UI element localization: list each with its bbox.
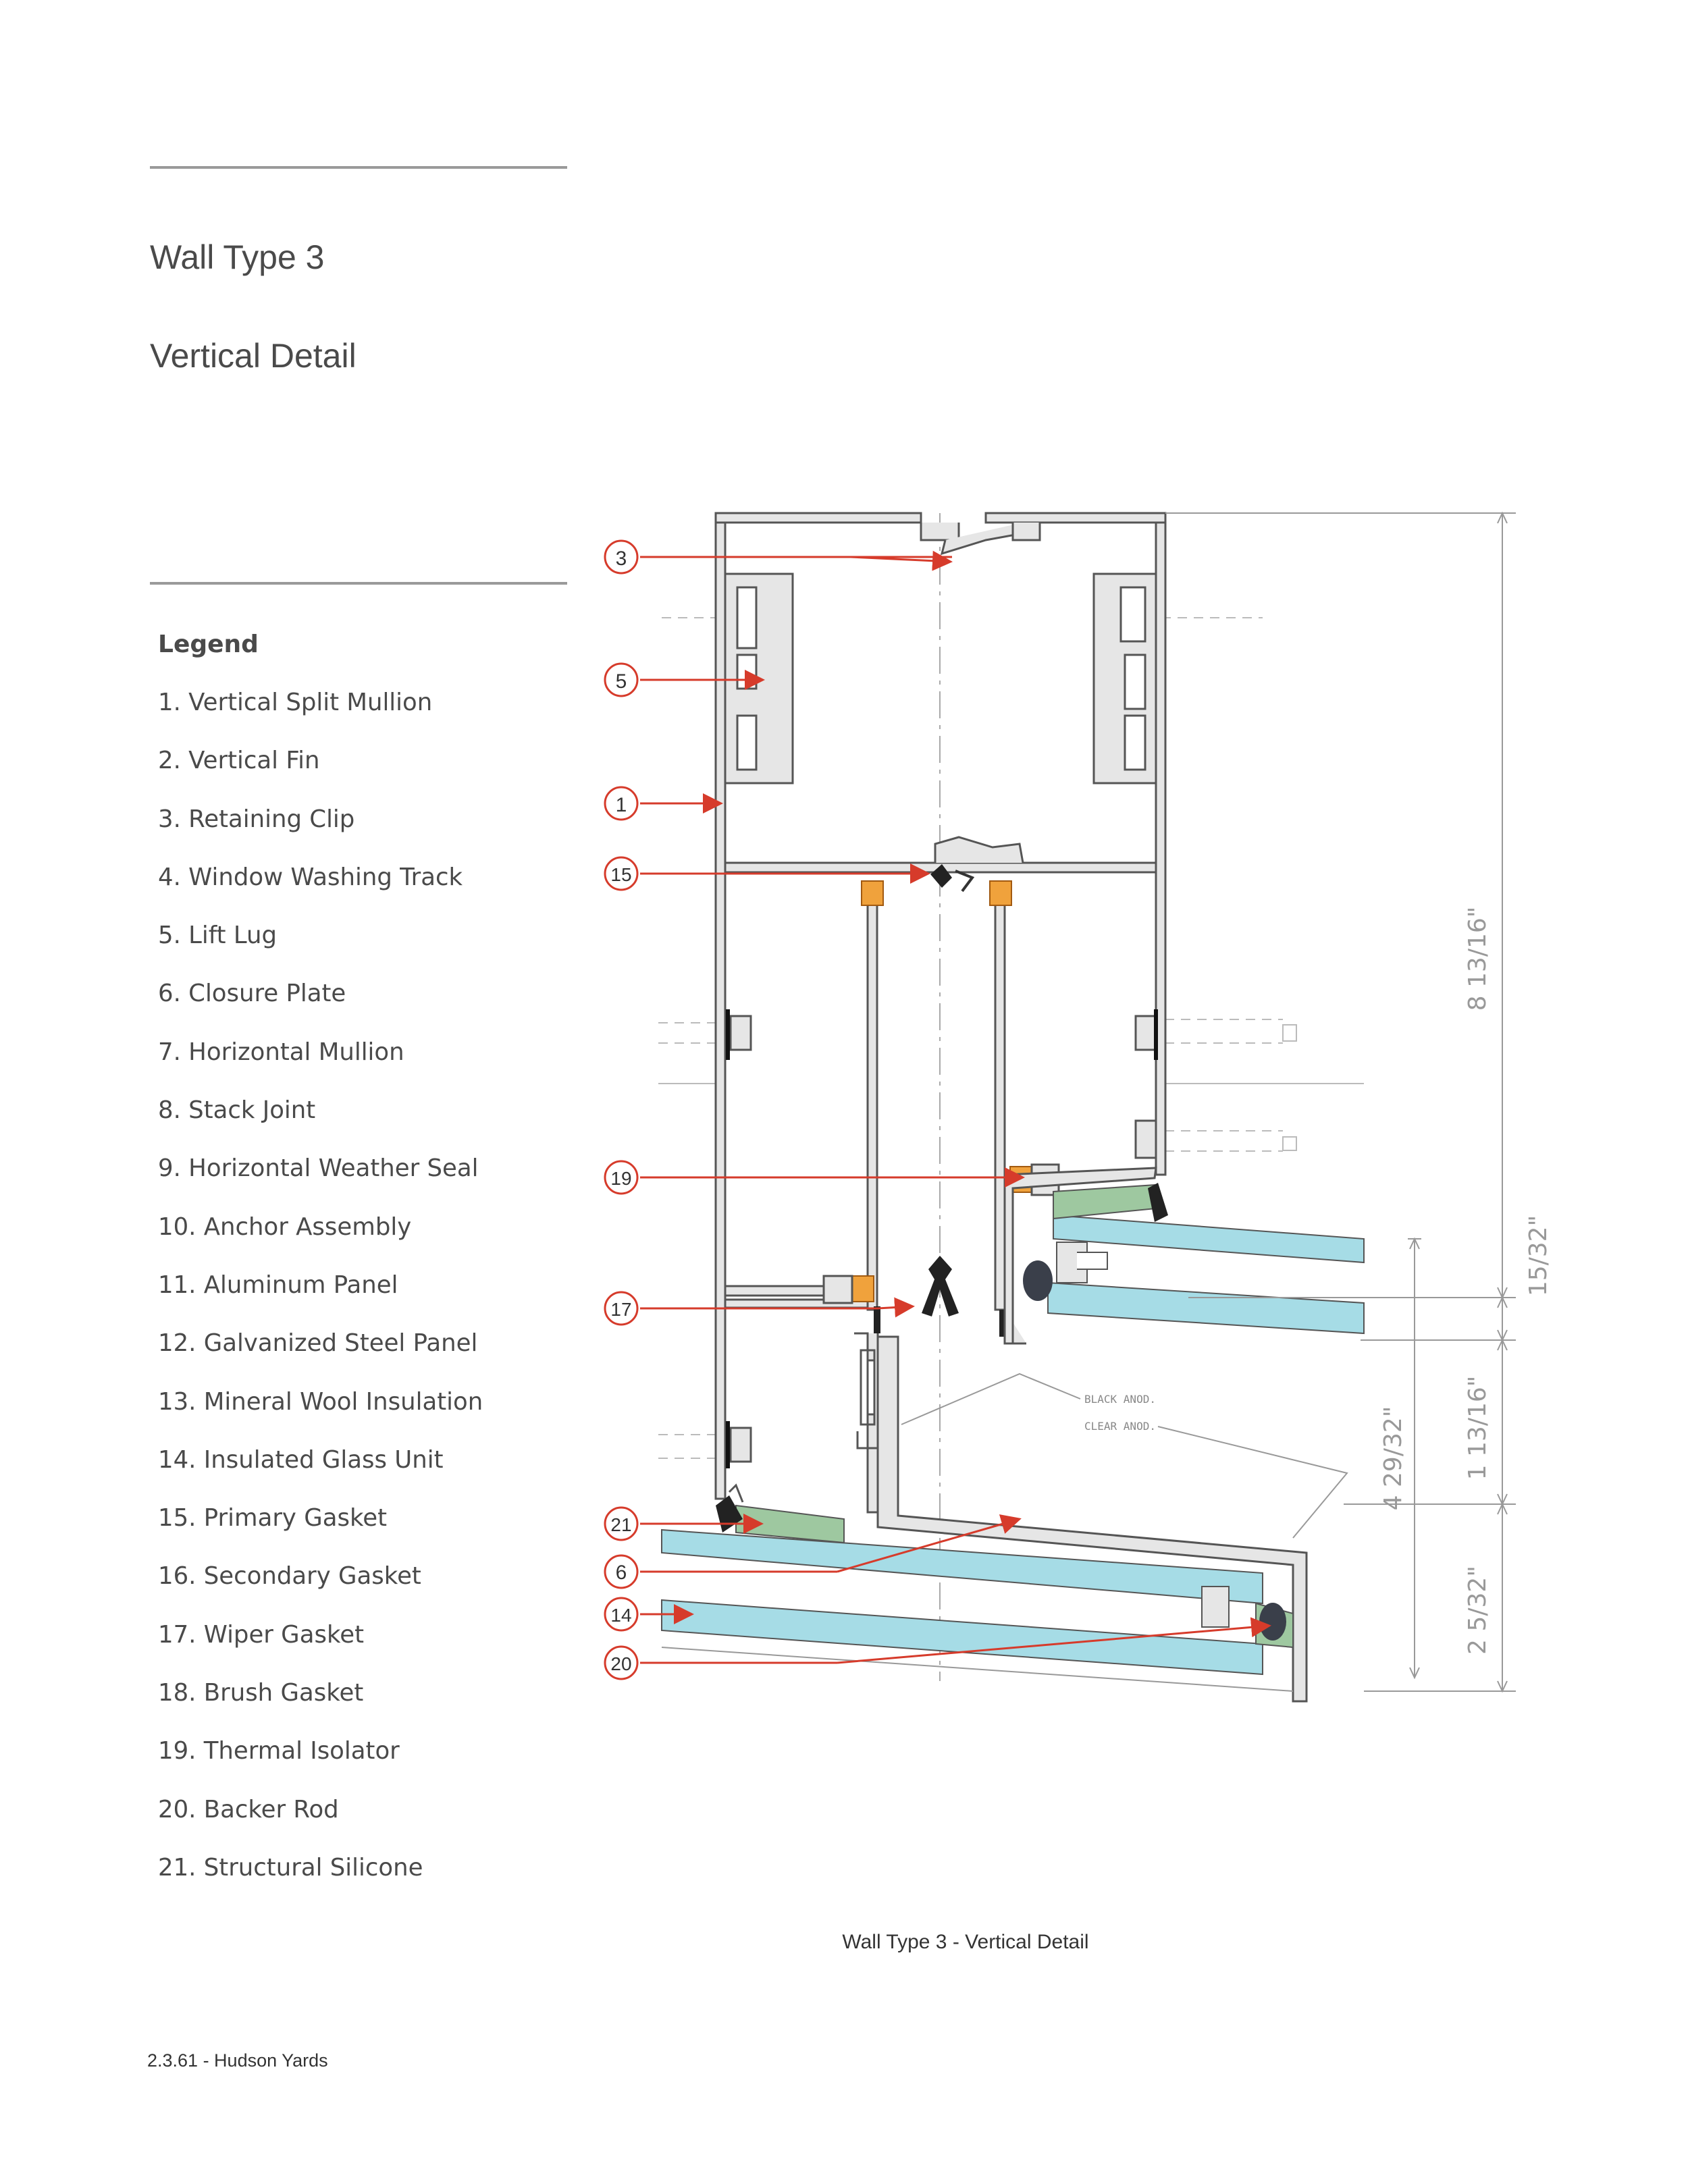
anchor-bolts [726,1009,1158,1468]
svg-text:6: 6 [616,1562,627,1584]
legend-item: 2. Vertical Fin [158,747,320,775]
dimension-labels: 8 13/16" 15/32" 1 13/16" 2 5/32" 4 29/32… [1379,907,1552,1655]
callout-5: 5 [604,662,765,697]
legend-item: 17. Wiper Gasket [158,1620,364,1649]
legend-item: 13. Mineral Wool Insulation [158,1387,483,1416]
legend-item: 4. Window Washing Track [158,863,463,891]
svg-text:3: 3 [616,548,627,570]
legend-item: 21. Structural Silicone [158,1853,423,1882]
wiper-gasket [874,1256,1006,1337]
legend-item: 12. Galvanized Steel Panel [158,1329,478,1358]
lift-lug [724,572,1157,784]
legend-item: 20. Backer Rod [158,1795,339,1823]
legend-item: 9. Horizontal Weather Seal [158,1154,479,1183]
svg-text:20: 20 [610,1653,631,1674]
dim-15-32: 15/32" [1525,1215,1552,1296]
legend-item: 10. Anchor Assembly [158,1213,412,1241]
dim-8-13-16: 8 13/16" [1464,907,1492,1011]
dim-4-29-32: 4 29/32" [1379,1406,1407,1511]
dim-1-13-16: 1 13/16" [1464,1376,1492,1481]
legend-heading: Legend [158,631,259,658]
svg-text:1: 1 [616,794,627,816]
callout-20: 20 [604,1617,1271,1680]
legend-item: 6. Closure Plate [158,980,346,1008]
primary-gasket [930,864,952,888]
legend-rule [150,582,567,585]
anodizing-notes: BLACK ANOD. CLEAR ANOD. [1084,1393,1156,1433]
legend-item: 16. Secondary Gasket [158,1562,421,1591]
svg-text:14: 14 [610,1605,631,1626]
stack-joint-bracket [856,1349,878,1449]
callout-3: 3 [604,539,953,575]
callout-17: 17 [604,1291,915,1326]
legend-item: 15. Primary Gasket [158,1504,388,1533]
legend-item: 3. Retaining Clip [158,805,355,833]
retaining-clip [920,523,1041,863]
callout-21: 21 [604,1506,764,1541]
legend: Legend 1. Vertical Split Mullion 2. Vert… [158,627,483,1908]
svg-text:5: 5 [616,670,627,693]
lower-insulated-glass-unit [661,1483,1294,1692]
legend-item: 5. Lift Lug [158,922,278,950]
callout-6: 6 [604,1514,1022,1589]
reference-lines [658,617,1364,1459]
callout-14: 14 [604,1597,694,1632]
callout-19: 19 [604,1160,1025,1195]
page-footer: 2.3.61 - Hudson Yards [147,2050,328,2071]
callouts: 3 5 1 15 19 17 [604,539,1271,1680]
svg-text:15: 15 [610,864,631,885]
legend-list: 1. Vertical Split Mullion 2. Vertical Fi… [158,685,483,1908]
callout-15: 15 [604,856,930,891]
note-clear-anod: CLEAR ANOD. [1084,1420,1156,1433]
figure-caption: Wall Type 3 - Vertical Detail [842,1931,1089,1953]
page-subtitle: Vertical Detail [150,337,357,375]
dim-2-5-32: 2 5/32" [1464,1566,1492,1655]
legend-item: 14. Insulated Glass Unit [158,1445,444,1474]
svg-text:19: 19 [610,1168,631,1189]
svg-text:17: 17 [610,1299,631,1320]
backer-rod-lower [1259,1603,1286,1641]
legend-item: 1. Vertical Split Mullion [158,689,433,716]
callout-1: 1 [604,786,723,821]
backer-rod-upper [1023,1260,1053,1301]
legend-item: 8. Stack Joint [158,1096,316,1125]
note-black-anod: BLACK ANOD. [1084,1393,1156,1406]
note-leaders [901,1373,1348,1539]
upper-insulated-glass-unit [1047,1183,1365,1335]
page-title: Wall Type 3 [150,238,325,276]
legend-item: 7. Horizontal Mullion [158,1038,404,1066]
legend-item: 11. Aluminum Panel [158,1271,398,1299]
legend-item: 19. Thermal Isolator [158,1737,400,1765]
top-rule [150,166,567,169]
dimension-lines [1165,511,1516,1693]
svg-text:21: 21 [610,1514,631,1535]
legend-item: 18. Brush Gasket [158,1679,364,1707]
